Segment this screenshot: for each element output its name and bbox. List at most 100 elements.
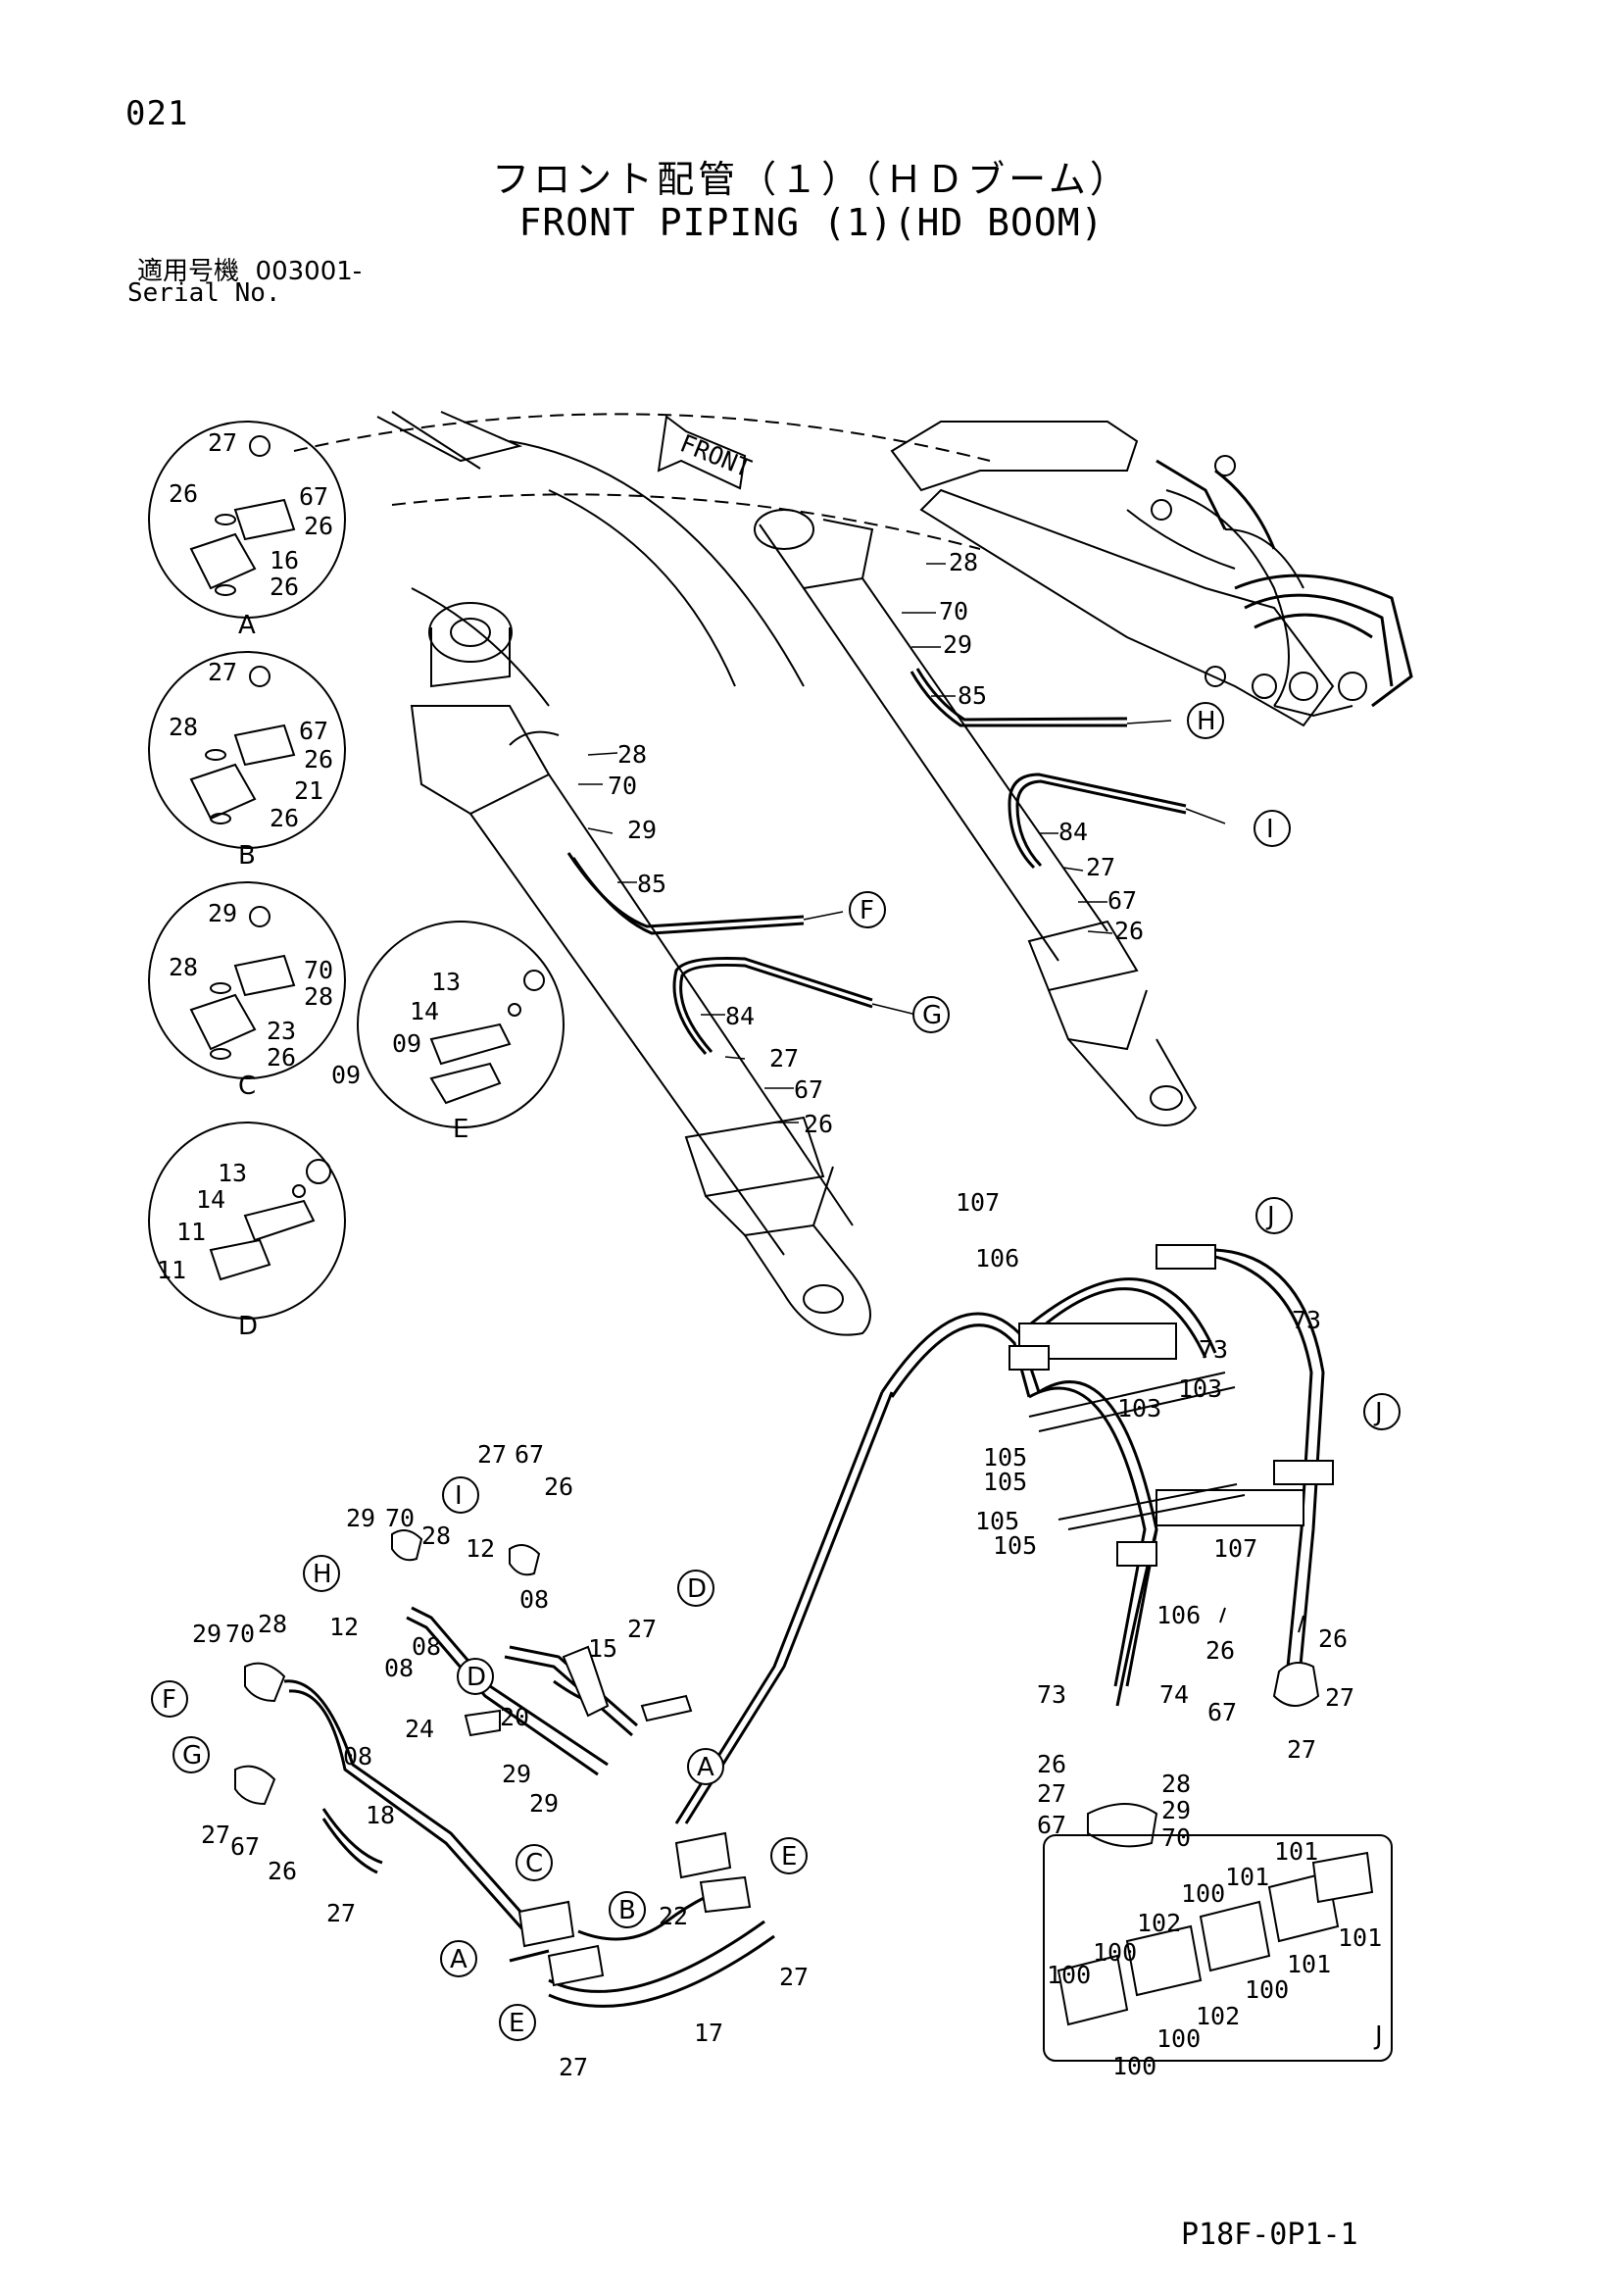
part-label: 102 [1196,2002,1240,2030]
part-label: 27 [477,1440,507,1469]
part-label: 12 [329,1613,359,1641]
upper-hoses [566,668,1187,1055]
part-label: 29 [1161,1796,1191,1824]
part-label: 103 [1117,1394,1161,1423]
part-label: 14 [410,997,439,1025]
callout-c: C [525,1849,543,1878]
part-label: 28 [421,1522,451,1550]
part-label: 08 [384,1654,414,1682]
callout-j-lower: J [1373,1398,1383,1427]
right-boom-cylinder [754,509,1198,1126]
callout-h-lower: H [313,1560,332,1589]
part-label: 26 [270,804,299,832]
part-label: 22 [659,1902,688,1930]
detail-circle-a [148,421,346,619]
part-label: 28 [169,713,198,741]
part-label: 105 [975,1507,1019,1535]
detail-e-labels: 13 14 09 09 [331,968,461,1089]
part-label: 28 [617,740,647,769]
part-label: 73 [1199,1335,1228,1364]
part-label: 29 [208,899,237,927]
part-label: 15 [588,1634,617,1663]
part-label: 100 [1047,1961,1091,1989]
callout-g-lower: G [182,1741,202,1771]
part-label: 100 [1093,1938,1137,1967]
part-label: 28 [949,548,978,576]
part-label: 28 [258,1610,287,1638]
detail-d-labels: 13 14 11 11 [157,1159,247,1284]
part-label: 100 [1112,2052,1156,2080]
part-label: 70 [1161,1823,1191,1852]
upper-leaders [578,563,1226,1123]
part-label: 85 [637,870,666,898]
part-label: 73 [1037,1680,1066,1709]
detail-circle-e [357,921,565,1128]
part-label: 26 [1114,917,1144,945]
part-label: 27 [769,1044,799,1073]
part-label: 16 [270,546,299,574]
part-label: 70 [385,1504,415,1532]
title-english: FRONT PIPING (1)(HD BOOM) [518,201,1105,244]
part-label: 27 [627,1615,657,1643]
part-label: 29 [502,1760,531,1788]
detail-j-letter: J [1373,2021,1383,2051]
part-label: 09 [392,1029,421,1058]
part-label: 29 [346,1504,375,1532]
detail-d-letter: D [238,1312,258,1341]
boom-assembly [890,421,1413,727]
part-label: 101 [1338,1923,1382,1952]
part-label: 84 [1058,818,1088,846]
callout-b: B [618,1896,636,1925]
detail-c-labels: 29 28 70 28 23 26 [169,899,333,1072]
callout-e-left: E [509,2009,524,2038]
callout-f-lower: F [162,1685,176,1715]
lower-blocks [234,1529,752,1987]
detail-j-labels: 101 100 101 102 100 101 100 101 100 102 … [1047,1837,1382,2080]
serial-value: 003001- [255,257,363,286]
callout-h-upper: H [1197,707,1216,736]
part-label: 101 [1225,1863,1269,1891]
callout-letters: H I F G J J I H F G D D A C B E A E [162,707,1383,2038]
left-boom-cylinder [410,602,871,1336]
part-label: 29 [627,816,657,844]
part-label: 70 [608,772,637,800]
part-label: 105 [983,1443,1027,1472]
detail-circle-b [148,651,346,849]
callout-i-lower: I [455,1481,463,1511]
part-label: 27 [1086,853,1115,881]
part-label: 101 [1274,1837,1318,1866]
clamp-assembly [674,1248,1325,1824]
part-label: 27 [326,1899,356,1927]
part-label: 08 [343,1742,372,1771]
part-label: 26 [1037,1750,1066,1778]
part-label: 26 [304,745,333,774]
part-label: 67 [1207,1698,1237,1726]
lower-part-labels: 27 67 26 29 70 28 12 08 29 70 28 12 08 0… [192,1440,809,2081]
serial-line: 適用号機 003001- [137,251,362,287]
part-label: 26 [270,573,299,601]
part-label: 70 [304,956,333,984]
callout-e-right: E [781,1842,797,1872]
part-label: 26 [544,1472,573,1501]
part-label: 29 [192,1620,221,1648]
clamp-part-labels: 107 106 73 73 103 103 105 105 105 105 10… [956,1188,1354,1852]
part-label: 26 [304,512,333,540]
part-label: 29 [943,630,972,659]
part-label: 27 [1287,1735,1316,1764]
part-label: 107 [956,1188,1000,1217]
upper-part-labels: 28 70 29 85 84 27 67 26 28 70 29 85 84 2… [608,548,1144,1138]
drawing-code: P18F-0P1-1 [1181,2218,1358,2252]
page-number: 021 [125,94,189,133]
part-label: 85 [958,681,987,710]
callout-i-upper: I [1266,815,1274,844]
part-label: 27 [208,658,237,686]
part-label: 27 [201,1821,230,1849]
part-label: 74 [1159,1680,1189,1709]
part-label: 100 [1156,2024,1201,2053]
part-label: 27 [559,2053,588,2081]
part-label: 100 [1245,1975,1289,2004]
title-japanese: フロント配管（１）（ＨＤブーム） [492,158,1131,201]
part-label: 70 [939,597,968,625]
part-label: 08 [412,1632,441,1661]
part-label: 67 [515,1440,544,1469]
